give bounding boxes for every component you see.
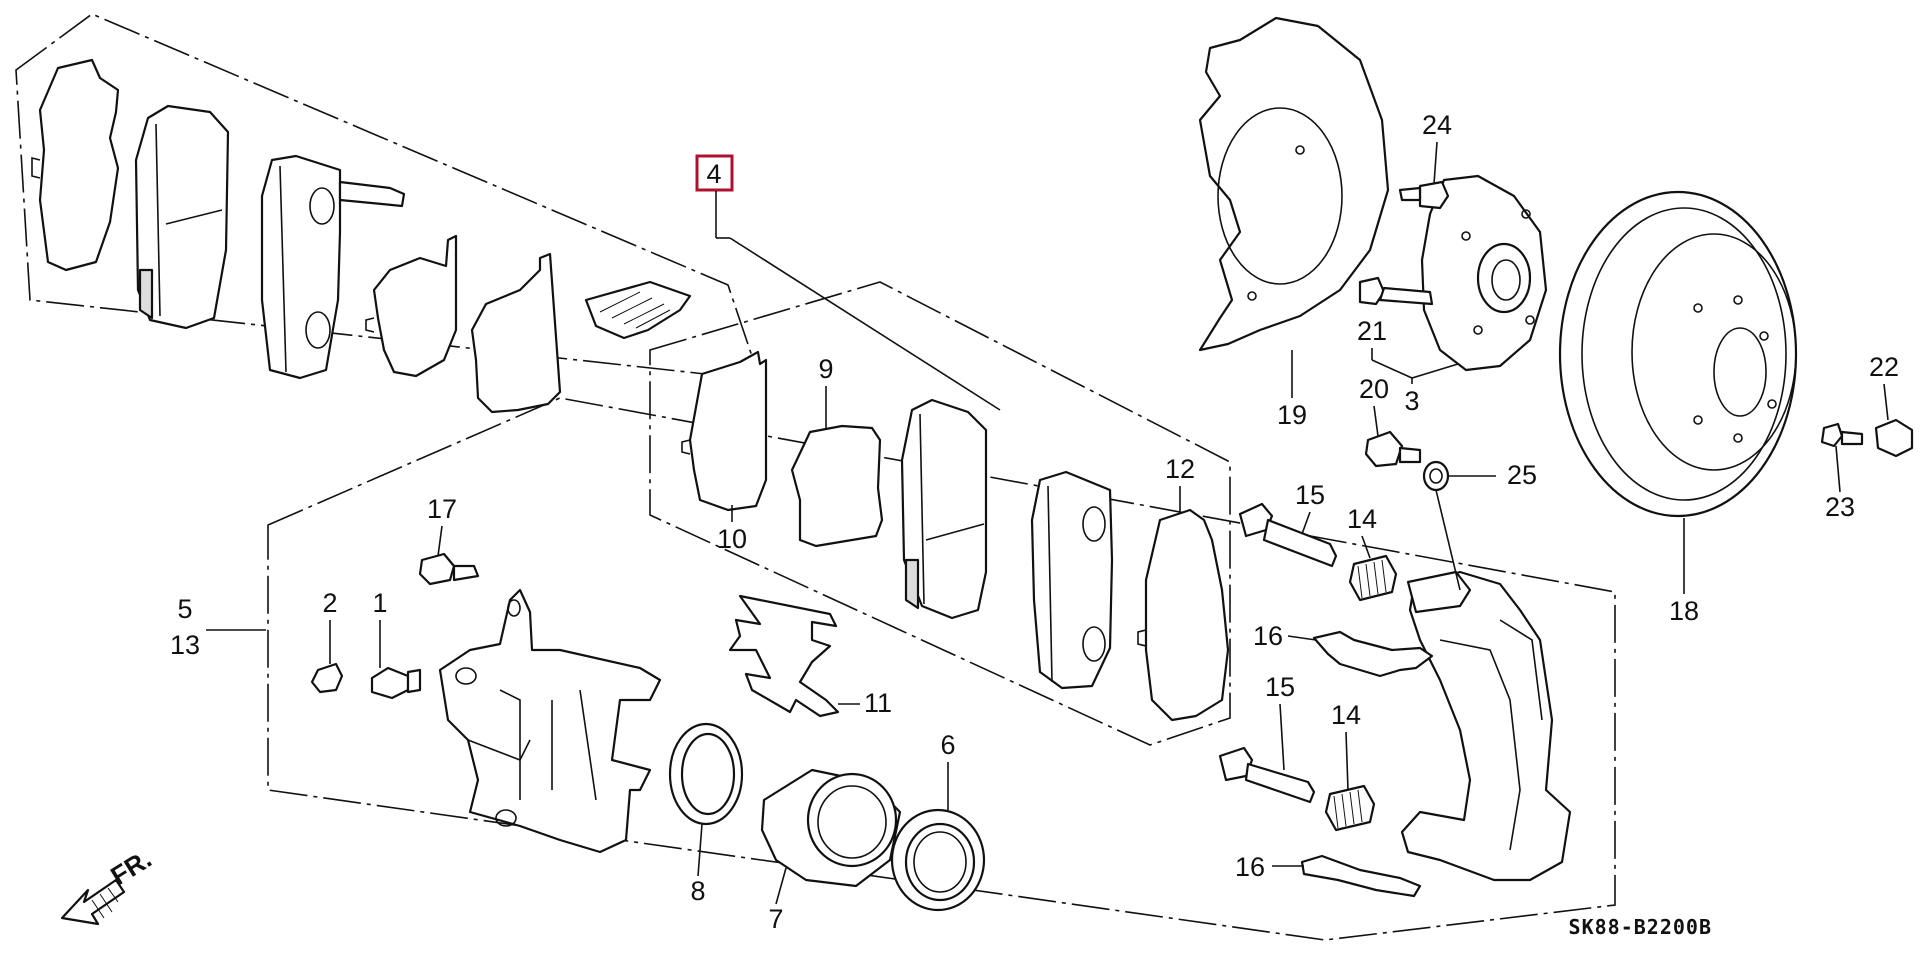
caliper-body (438, 588, 662, 854)
bracket-arm-upper (1406, 570, 1472, 614)
callout-7[interactable]: 7 (768, 904, 783, 934)
callout-18[interactable]: 18 (1669, 596, 1699, 626)
callout-16-lower[interactable]: 16 (1235, 852, 1265, 882)
callout-23[interactable]: 23 (1825, 492, 1855, 522)
callout-4-highlight[interactable] (695, 154, 734, 192)
washer-25 (1422, 460, 1450, 492)
pad-shim-left-1 (365, 234, 458, 378)
callout-19[interactable]: 19 (1277, 400, 1307, 430)
drawing-code: SK88-B2200B (1569, 915, 1712, 939)
callout-15-upper[interactable]: 15 (1295, 480, 1325, 510)
splash-shield-19 (1198, 16, 1390, 352)
nut-20 (1364, 430, 1422, 468)
callout-22[interactable]: 22 (1869, 352, 1899, 382)
nut-22 (1874, 418, 1914, 458)
callout-10[interactable]: 10 (717, 524, 747, 554)
guide-pin-15-lower (1218, 746, 1316, 804)
callout-17[interactable]: 17 (427, 494, 457, 524)
pad-kit-group-outline (15, 13, 762, 381)
pad-shim-9 (790, 424, 884, 548)
boot-14-upper (1348, 554, 1398, 602)
callout-1[interactable]: 1 (372, 588, 387, 618)
brake-pad-center-2 (1030, 470, 1114, 690)
pad-shim-10 (681, 350, 768, 512)
bolt-24 (1398, 180, 1450, 210)
pad-retainer-16-lower (1300, 854, 1422, 898)
callout-2[interactable]: 2 (322, 588, 337, 618)
callout-20[interactable]: 20 (1359, 374, 1389, 404)
callout-4[interactable]: 4 (706, 159, 721, 189)
callout-3[interactable]: 3 (1404, 386, 1419, 416)
front-direction-arrow (60, 878, 126, 926)
callout-11[interactable]: 11 (864, 688, 892, 718)
callout-14-upper[interactable]: 14 (1347, 504, 1377, 534)
callout-6[interactable]: 6 (940, 730, 955, 760)
piston-seal-8 (668, 722, 744, 826)
bolt-21 (1358, 276, 1434, 306)
pad-shim-outer-left (31, 58, 120, 272)
bleeder-cap (310, 662, 344, 694)
callout-21[interactable]: 21 (1357, 316, 1387, 346)
callout-15-lower[interactable]: 15 (1265, 672, 1295, 702)
pad-set-group-outline (649, 281, 1231, 746)
callout-25[interactable]: 25 (1507, 460, 1537, 490)
callout-8[interactable]: 8 (690, 876, 705, 906)
piston-7 (760, 768, 902, 888)
brake-pad-left-1 (134, 104, 230, 330)
brake-pad-left-2-with-wear-indicator (260, 154, 406, 380)
pad-retainer-16-upper (1312, 630, 1434, 678)
pad-shim-12 (1137, 508, 1230, 722)
caliper-bracket-18-mount (1400, 570, 1572, 882)
callout-12[interactable]: 12 (1165, 454, 1195, 484)
rotor-screw-23 (1820, 422, 1864, 448)
hub-3 (1420, 174, 1548, 372)
bolt-17 (418, 552, 480, 586)
callout-5[interactable]: 5 (177, 594, 192, 624)
callout-16-upper[interactable]: 16 (1253, 621, 1283, 651)
pad-shim-left-2 (470, 252, 562, 414)
callout-14-lower[interactable]: 14 (1331, 700, 1361, 730)
dust-boot-6 (890, 808, 986, 912)
brake-rotor-18 (1558, 190, 1798, 518)
bleeder-screw (370, 666, 422, 700)
caliper-group-outline (267, 397, 1616, 941)
callout-24[interactable]: 24 (1422, 110, 1452, 140)
callout-9[interactable]: 9 (818, 354, 833, 384)
anti-rattle-spring-11 (728, 594, 840, 718)
guide-pin-15-upper (1238, 502, 1338, 568)
brake-pad-center-1 (900, 398, 988, 620)
boot-14-lower (1324, 784, 1376, 832)
group-leader-line (729, 237, 1001, 411)
grease-packet (584, 280, 692, 340)
callout-13[interactable]: 13 (170, 630, 200, 660)
